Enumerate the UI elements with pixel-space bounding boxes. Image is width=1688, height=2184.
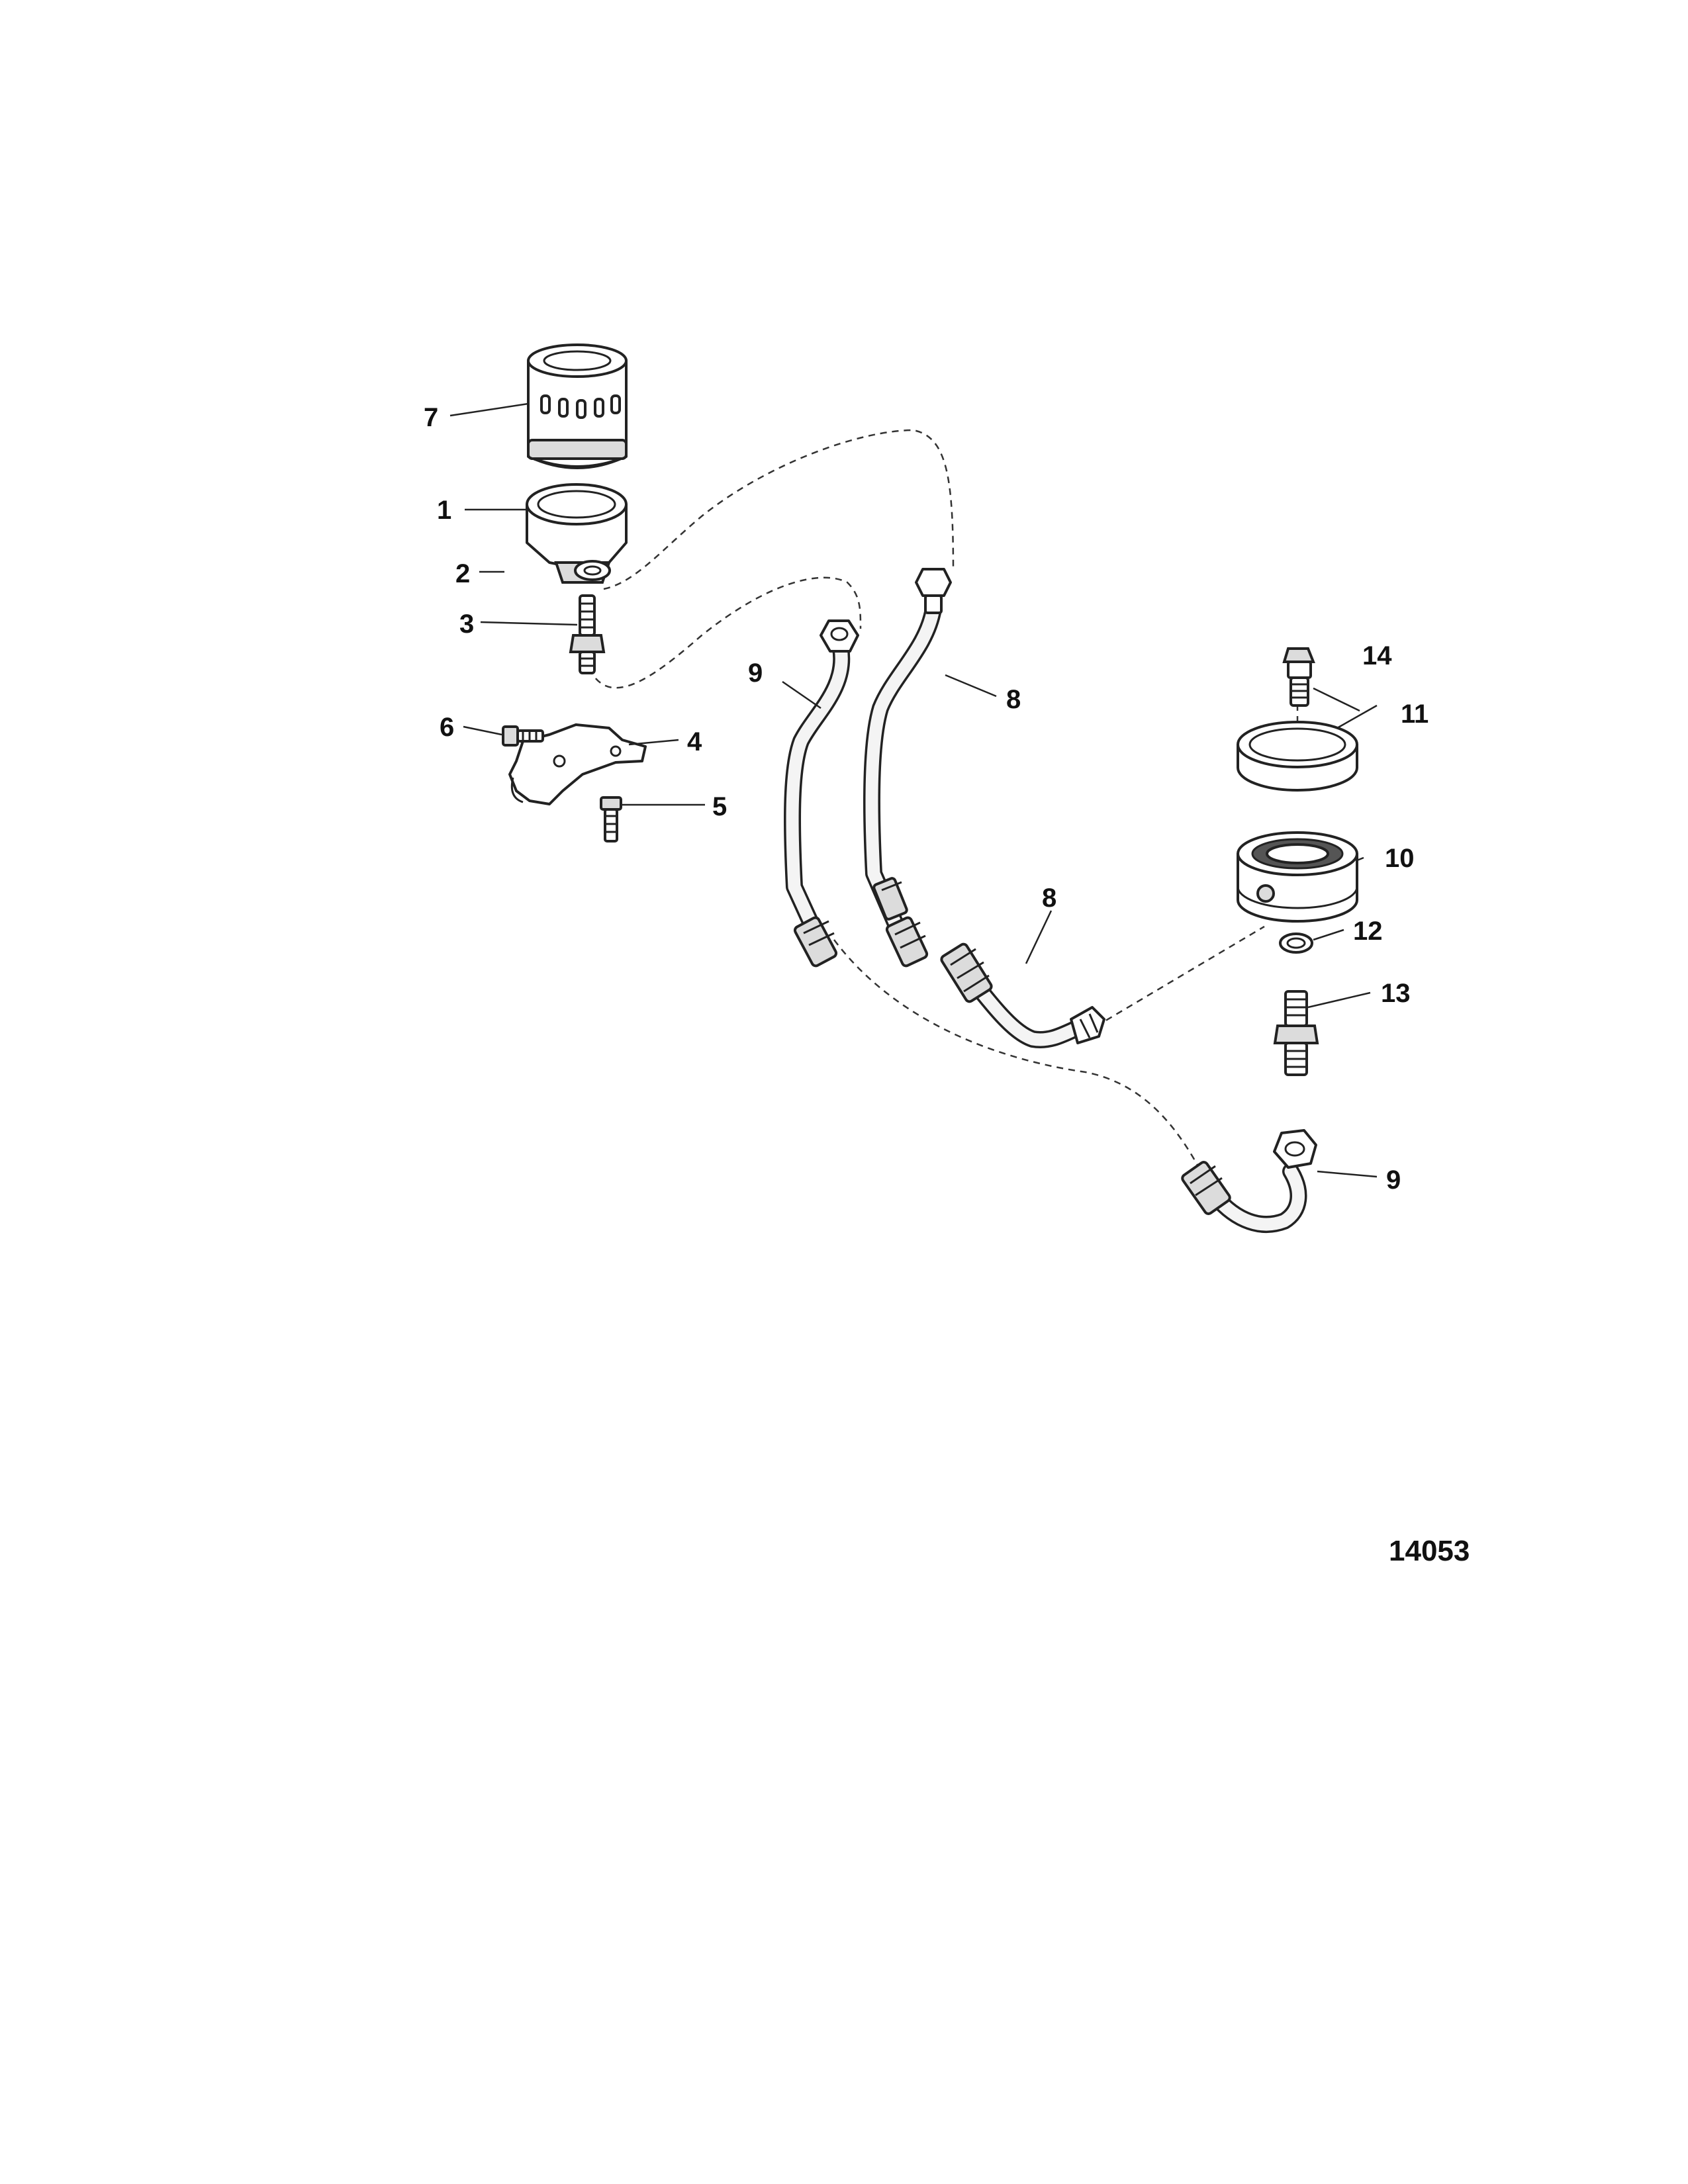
callout-1: 1 xyxy=(437,496,451,525)
figure-number: 14053 xyxy=(1389,1535,1470,1567)
oil-filter xyxy=(527,343,628,469)
hose-9-lower xyxy=(1181,1129,1317,1233)
callout-12: 12 xyxy=(1353,917,1383,946)
leader-lines xyxy=(449,402,1378,1178)
callout-11: 11 xyxy=(1401,700,1429,729)
callout-8-upper: 8 xyxy=(1006,685,1021,714)
callout-8-lower: 8 xyxy=(1042,884,1056,913)
callout-labels: 7 1 2 3 6 4 5 9 8 8 14 11 10 12 13 9 xyxy=(424,403,1429,1195)
threaded-fitting-13 xyxy=(1273,990,1319,1076)
callout-4: 4 xyxy=(687,727,702,756)
sealing-ring-11 xyxy=(1237,721,1358,792)
bracket-bolt xyxy=(502,725,544,747)
hose-9-upper xyxy=(784,619,859,968)
callout-10: 10 xyxy=(1385,844,1415,873)
hose-8-upper xyxy=(863,568,952,968)
callout-7: 7 xyxy=(424,403,438,432)
cooler-fitting-14 xyxy=(1282,647,1315,707)
oil-cooler-adapter-10 xyxy=(1237,831,1358,923)
adapter-fitting xyxy=(569,594,606,674)
filter-adapter xyxy=(526,483,628,584)
filter-grip-ribs xyxy=(540,394,621,419)
callout-5: 5 xyxy=(712,792,727,821)
adapter-washer xyxy=(574,560,611,581)
bracket-screw xyxy=(600,796,622,842)
o-ring-12 xyxy=(1279,933,1313,954)
mounting-bracket xyxy=(508,723,647,805)
assembly-centerlines xyxy=(588,429,1299,1192)
hose-8-lower xyxy=(940,942,1105,1048)
callout-3: 3 xyxy=(459,610,474,639)
callout-2: 2 xyxy=(455,559,470,588)
callout-9-upper: 9 xyxy=(748,659,763,688)
callout-14: 14 xyxy=(1362,641,1392,670)
callout-6: 6 xyxy=(440,713,454,742)
callout-9-lower: 9 xyxy=(1386,1165,1401,1195)
callout-13: 13 xyxy=(1381,979,1411,1008)
